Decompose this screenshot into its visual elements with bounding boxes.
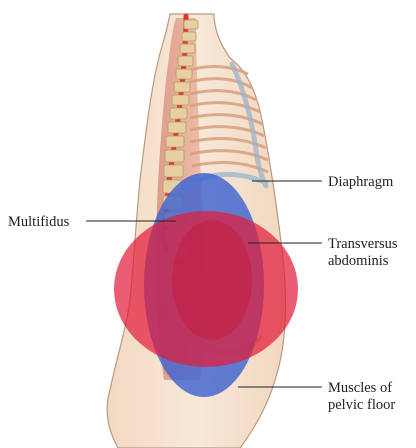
label-transversus-abdominis: Transversus abdominis — [328, 236, 398, 270]
label-multifidus: Multifidus — [8, 214, 69, 231]
label-pelvic-floor: Muscles of pelvic floor — [328, 380, 395, 414]
label-diaphragm: Diaphragm — [328, 174, 393, 191]
inner-muscle-region — [172, 220, 252, 340]
